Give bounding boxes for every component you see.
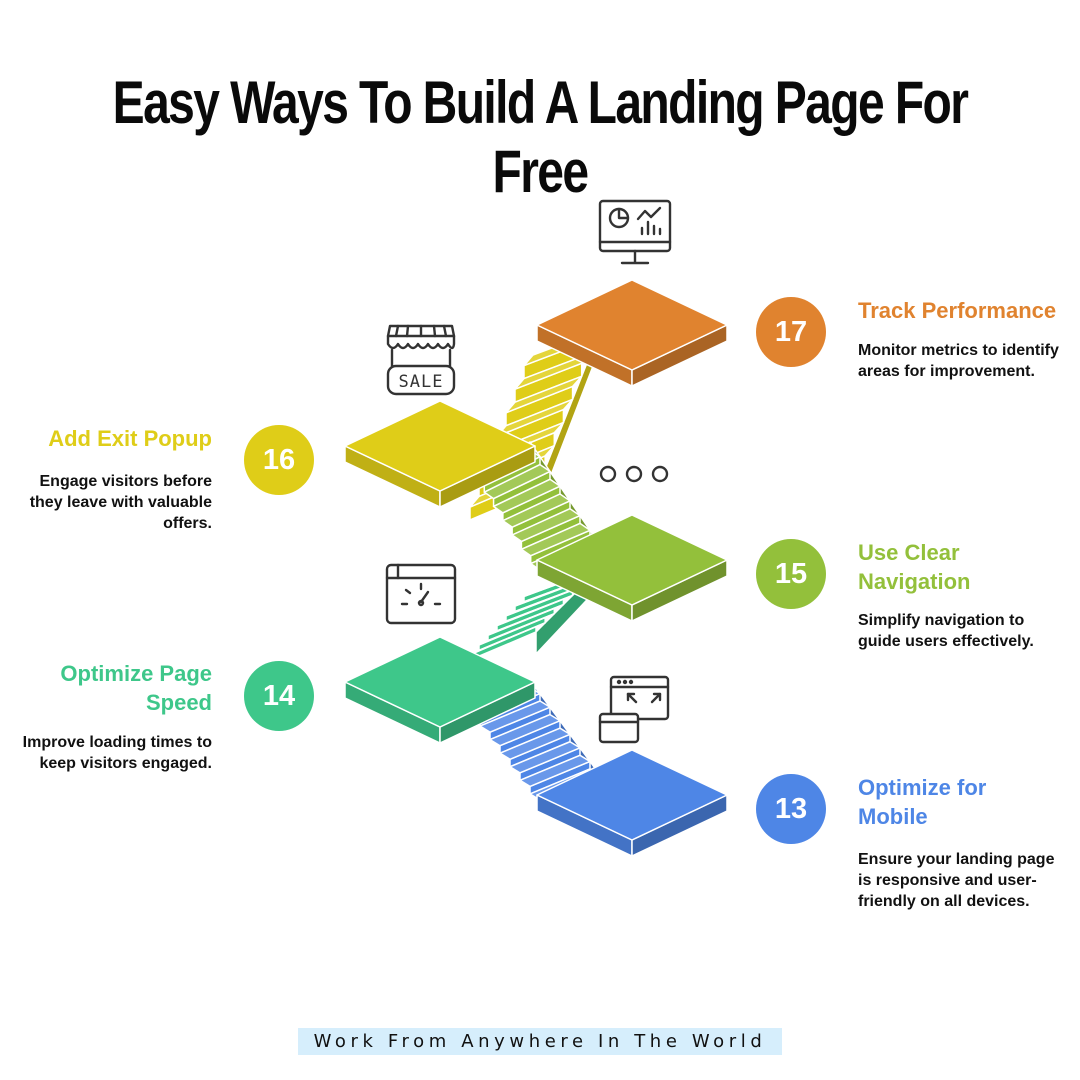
responsive-window-icon	[598, 675, 670, 744]
step-14-badge: 14	[244, 661, 314, 731]
stairs-13-to-14-tread	[499, 727, 571, 761]
speed-gauge-icon	[385, 563, 457, 625]
shop-sale-icon: SALE	[386, 324, 456, 396]
platform-13-top	[536, 749, 728, 841]
platform-15	[536, 514, 728, 622]
stairs-16-to-17-tread	[505, 375, 583, 414]
step-17-description: Monitor metrics to identify areas for im…	[858, 342, 1059, 380]
step-14-number: 14	[262, 679, 296, 712]
step-16-number: 16	[262, 443, 296, 476]
page-title: Easy Ways To Build A Landing Page For Fr…	[112, 69, 969, 205]
platform-16-top	[344, 400, 536, 492]
platform-16	[344, 400, 536, 508]
step-15-title: Use Clear Navigation	[858, 540, 971, 594]
stairs-15-to-16-tread	[483, 463, 551, 500]
step-13-badge: 13	[756, 774, 826, 844]
step-13-title: Optimize for Mobile	[858, 775, 987, 829]
step-17-number: 17	[774, 315, 808, 348]
footer-text: Work From Anywhere In The World	[313, 1031, 767, 1052]
analytics-monitor-icon	[598, 199, 672, 265]
platform-17-top	[536, 279, 728, 371]
stairs-14-to-15-tread	[496, 594, 574, 627]
step-17-badge: 17	[756, 297, 826, 367]
footer-banner: Work From Anywhere In The World	[298, 1028, 782, 1055]
step-15-description: Simplify navigation to guide users effec…	[858, 612, 1034, 650]
step-14-title: Optimize Page Speed	[60, 661, 212, 715]
platform-14	[344, 636, 536, 744]
sale-sign: SALE	[399, 372, 444, 392]
step-17-title: Track Performance	[858, 298, 1057, 323]
step-13-number: 13	[774, 792, 808, 825]
platform-17	[536, 279, 728, 387]
stairs-15-to-16-tread	[502, 493, 571, 528]
stairs-14-to-15-tread	[487, 603, 565, 636]
stairs-14-to-15-tread	[469, 622, 546, 656]
stairs-14-to-15-tread	[478, 612, 556, 646]
stairs-16-to-17-tread	[496, 398, 574, 438]
stairs-15-to-16-tread	[520, 522, 591, 557]
step-15-badge: 15	[756, 539, 826, 609]
step-13-description: Ensure your landing page is responsive a…	[858, 851, 1055, 910]
step-16-description: Engage visitors before they leave with v…	[29, 473, 212, 532]
platform-13	[536, 749, 728, 857]
stairs-13-to-14-tread	[509, 741, 581, 774]
stairs-15-to-16-tread	[511, 507, 581, 543]
platform-14-top	[344, 636, 536, 728]
stairs-13-to-14-tread	[479, 700, 551, 733]
step-16-title: Add Exit Popup	[48, 426, 212, 451]
step-15-number: 15	[774, 557, 808, 590]
step-16-badge: 16	[244, 425, 314, 495]
more-dots-icon	[599, 465, 669, 483]
stairs-13-to-14-tread	[519, 754, 591, 788]
platform-15-top	[536, 514, 728, 606]
step-14-description: Improve loading times to keep visitors e…	[22, 734, 212, 772]
stairs-15-to-16-tread	[492, 478, 561, 514]
stairs-13-to-14-tread	[489, 713, 561, 747]
